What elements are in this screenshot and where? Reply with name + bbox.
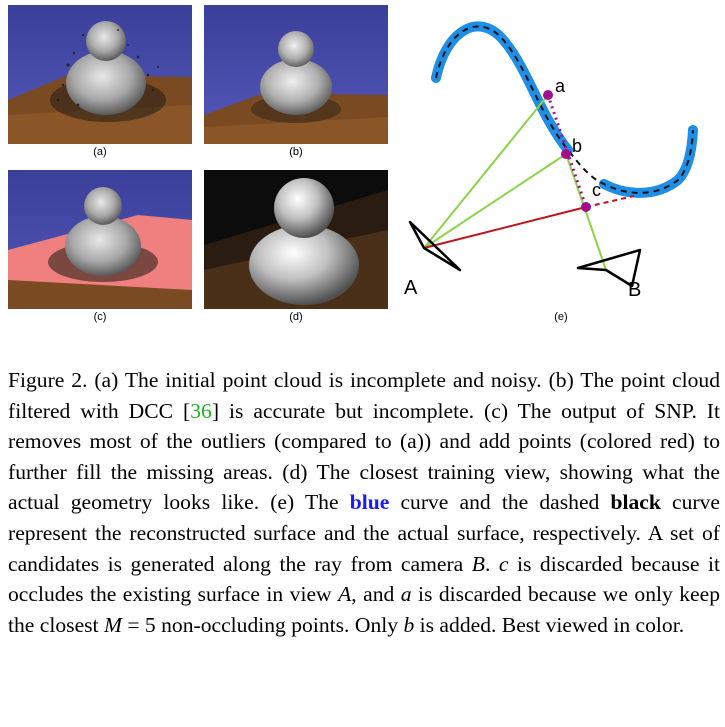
panel-a-image <box>8 5 192 144</box>
camera-A-icon <box>408 220 462 272</box>
blue-word: blue <box>349 490 390 515</box>
point-a <box>543 90 553 100</box>
panel-a-label: (a) <box>93 146 107 158</box>
green-ray-A-a <box>423 94 549 249</box>
panel-e-label: (e) <box>554 311 568 323</box>
figure-caption: Figure 2. (a) The initial point cloud is… <box>8 368 721 637</box>
reconstructed-surface-curve <box>431 21 573 155</box>
label-A: A <box>404 277 418 299</box>
label-a: a <box>555 76 566 96</box>
candidate-ray <box>546 94 588 208</box>
panel-e-diagram: a b c A B <box>404 21 698 301</box>
red-ray-A-c <box>423 206 587 249</box>
reconstructed-surface-curve-lower <box>599 125 698 198</box>
citation-link[interactable]: 36 <box>190 398 212 423</box>
panel-b-label: (b) <box>289 146 303 158</box>
black-word: black <box>610 490 661 515</box>
point-b <box>561 149 571 159</box>
label-b: b <box>572 136 582 156</box>
panel-d-label: (d) <box>289 311 303 323</box>
panel-d-image <box>204 170 388 309</box>
point-c <box>581 202 591 212</box>
actual-surface-curve <box>435 25 694 194</box>
panel-b-image <box>204 5 388 144</box>
camera-B-icon <box>576 248 642 288</box>
panel-c-label: (c) <box>93 311 107 323</box>
green-ray-A-b <box>423 153 567 249</box>
panel-c-image <box>8 170 192 309</box>
label-c: c <box>592 180 601 200</box>
label-B: B <box>628 279 641 301</box>
